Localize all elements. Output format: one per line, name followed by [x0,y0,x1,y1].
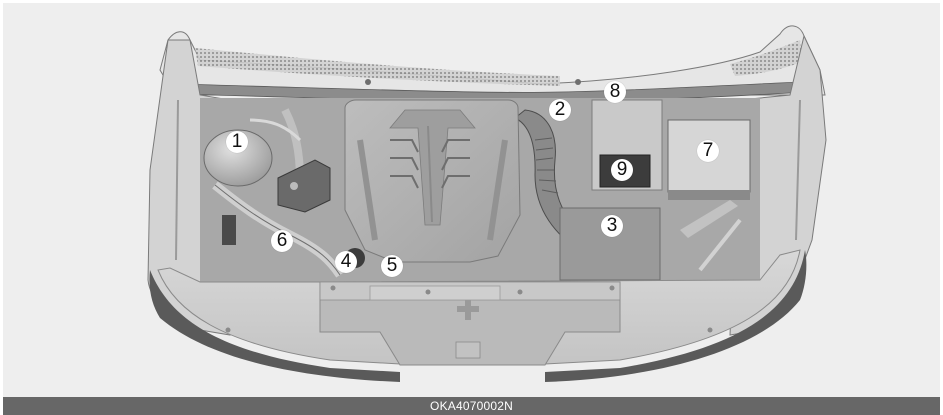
callout-9: 9 [611,159,633,181]
front-bumper-shroud [149,249,807,382]
callout-2: 2 [549,99,571,121]
callout-7: 7 [697,140,719,162]
callout-6: 6 [271,230,293,252]
hood-underside [159,25,826,103]
callout-8: 8 [604,81,626,103]
callout-4: 4 [335,251,357,273]
engine-compartment-illustration: 1 2 3 4 5 6 7 8 9 [3,3,940,397]
figure-code-caption: OKA4070002N [3,397,940,415]
callout-1: 1 [226,131,248,153]
engine-cover [344,99,521,263]
engine-bay-drawing [147,25,827,382]
callout-3: 3 [601,215,623,237]
callout-5: 5 [381,255,403,277]
